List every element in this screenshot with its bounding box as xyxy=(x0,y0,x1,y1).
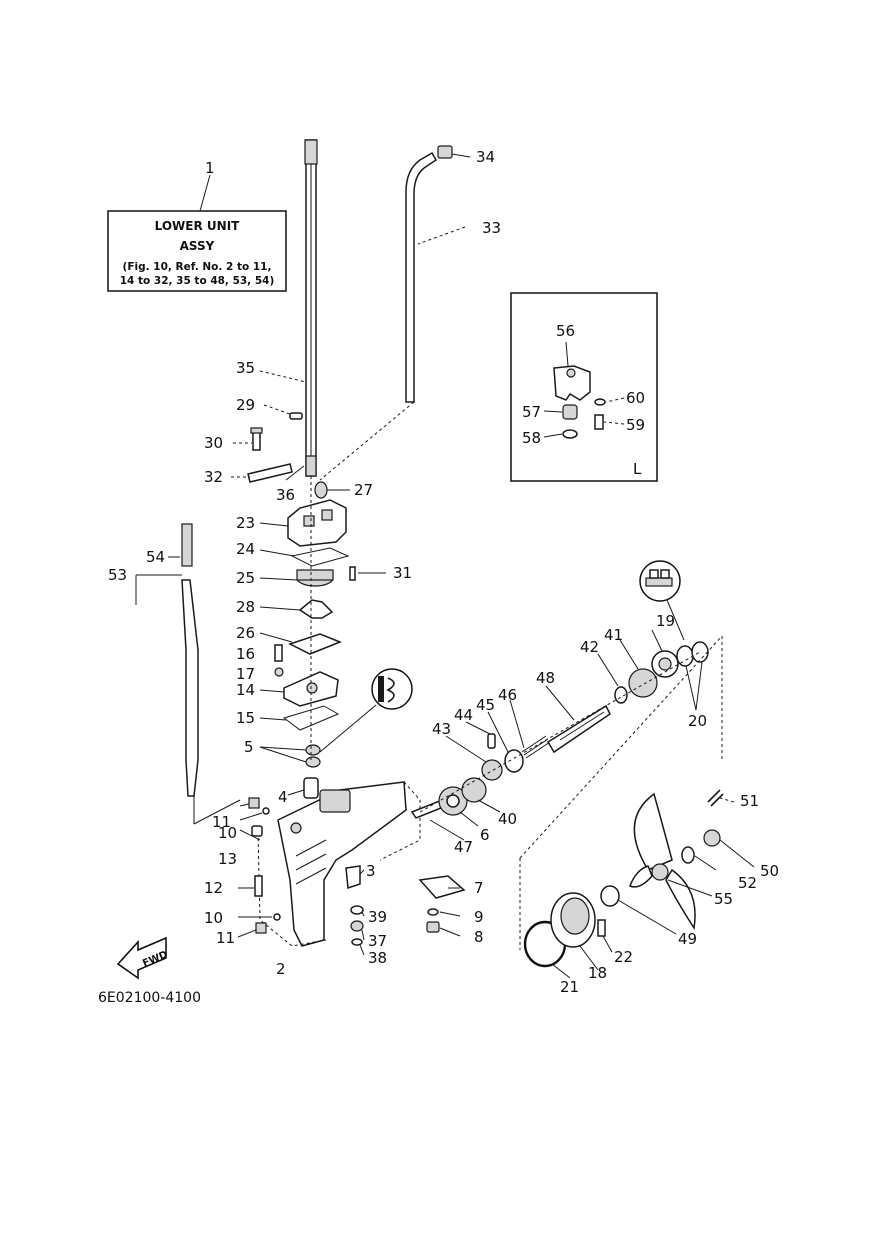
callout-23: 23 xyxy=(236,514,255,532)
callout-60: 60 xyxy=(626,389,645,407)
callout-numbers: 1 2 3 4 5 6 7 8 9 10 10 11 11 12 13 14 1… xyxy=(108,148,779,996)
callout-21: 21 xyxy=(560,978,579,996)
callout-2: 2 xyxy=(276,960,286,978)
callout-14: 14 xyxy=(236,681,255,699)
callout-34: 34 xyxy=(476,148,495,166)
callout-59: 59 xyxy=(626,416,645,434)
callout-4: 4 xyxy=(278,788,288,806)
callout-38: 38 xyxy=(368,949,387,967)
callout-41: 41 xyxy=(604,626,623,644)
callout-29: 29 xyxy=(236,396,255,414)
callout-15: 15 xyxy=(236,709,255,727)
callout-40: 40 xyxy=(498,810,517,828)
callout-53: 53 xyxy=(108,566,127,584)
callout-56: 56 xyxy=(556,322,575,340)
callout-20: 20 xyxy=(688,712,707,730)
callout-44: 44 xyxy=(454,706,473,724)
callout-11a: 11 xyxy=(212,813,231,831)
callout-8: 8 xyxy=(474,928,484,946)
leader-lines xyxy=(136,153,755,979)
assembly-box-line4: 14 to 32, 35 to 48, 53, 54) xyxy=(120,275,275,287)
callout-16: 16 xyxy=(236,645,255,663)
seal-detail xyxy=(319,668,413,753)
callout-33: 33 xyxy=(482,219,501,237)
callout-39: 39 xyxy=(368,908,387,926)
callout-1: 1 xyxy=(205,159,215,177)
callout-10b: 10 xyxy=(204,909,223,927)
callout-26: 26 xyxy=(236,624,255,642)
inset-label: L xyxy=(633,460,642,478)
callout-48: 48 xyxy=(536,669,555,687)
callout-28: 28 xyxy=(236,598,255,616)
callout-57: 57 xyxy=(522,403,541,421)
callout-58: 58 xyxy=(522,429,541,447)
propeller-shaft-assembly xyxy=(410,641,709,819)
callout-31: 31 xyxy=(393,564,412,582)
callout-24: 24 xyxy=(236,540,255,558)
callout-12: 12 xyxy=(204,879,223,897)
assembly-box-line3: (Fig. 10, Ref. No. 2 to 11, xyxy=(123,261,272,273)
callout-36: 36 xyxy=(276,486,295,504)
callout-25: 25 xyxy=(236,569,255,587)
callout-9: 9 xyxy=(474,908,484,926)
callout-51: 51 xyxy=(740,792,759,810)
gear-case xyxy=(193,781,466,947)
callout-43: 43 xyxy=(432,720,451,738)
water-tube xyxy=(319,145,453,481)
shift-rod xyxy=(135,523,199,797)
callout-27: 27 xyxy=(354,481,373,499)
forward-arrow-icon: FWD xyxy=(116,936,169,980)
drawing-code: 6E02100-4100 xyxy=(98,990,201,1006)
propeller-assembly xyxy=(519,635,724,968)
callout-45: 45 xyxy=(476,696,495,714)
callout-22: 22 xyxy=(614,948,633,966)
callout-3: 3 xyxy=(366,862,376,880)
callout-7: 7 xyxy=(474,879,484,897)
callout-54: 54 xyxy=(146,548,165,566)
water-pump-assembly xyxy=(247,412,356,799)
callout-11b: 11 xyxy=(216,929,235,947)
inset-box: L xyxy=(510,292,658,482)
callout-50: 50 xyxy=(760,862,779,880)
bushing-detail xyxy=(639,560,685,641)
callout-18: 18 xyxy=(588,964,607,982)
callout-17: 17 xyxy=(236,665,255,683)
callout-30: 30 xyxy=(204,434,223,452)
callout-5: 5 xyxy=(244,738,254,756)
callout-13: 13 xyxy=(218,850,237,868)
callout-6: 6 xyxy=(480,826,490,844)
drive-shaft xyxy=(304,139,318,477)
callout-37: 37 xyxy=(368,932,387,950)
assembly-box-line1: LOWER UNIT xyxy=(155,219,241,233)
callout-32: 32 xyxy=(204,468,223,486)
callout-49: 49 xyxy=(678,930,697,948)
callout-47: 47 xyxy=(454,838,473,856)
callout-10a: 10 xyxy=(218,824,237,842)
callout-46: 46 xyxy=(498,686,517,704)
callout-35: 35 xyxy=(236,359,255,377)
callout-42: 42 xyxy=(580,638,599,656)
assembly-box: LOWER UNIT ASSY (Fig. 10, Ref. No. 2 to … xyxy=(107,174,287,292)
callout-52: 52 xyxy=(738,874,757,892)
callout-19: 19 xyxy=(656,612,675,630)
callout-55: 55 xyxy=(714,890,733,908)
assembly-box-line2: ASSY xyxy=(180,239,215,253)
